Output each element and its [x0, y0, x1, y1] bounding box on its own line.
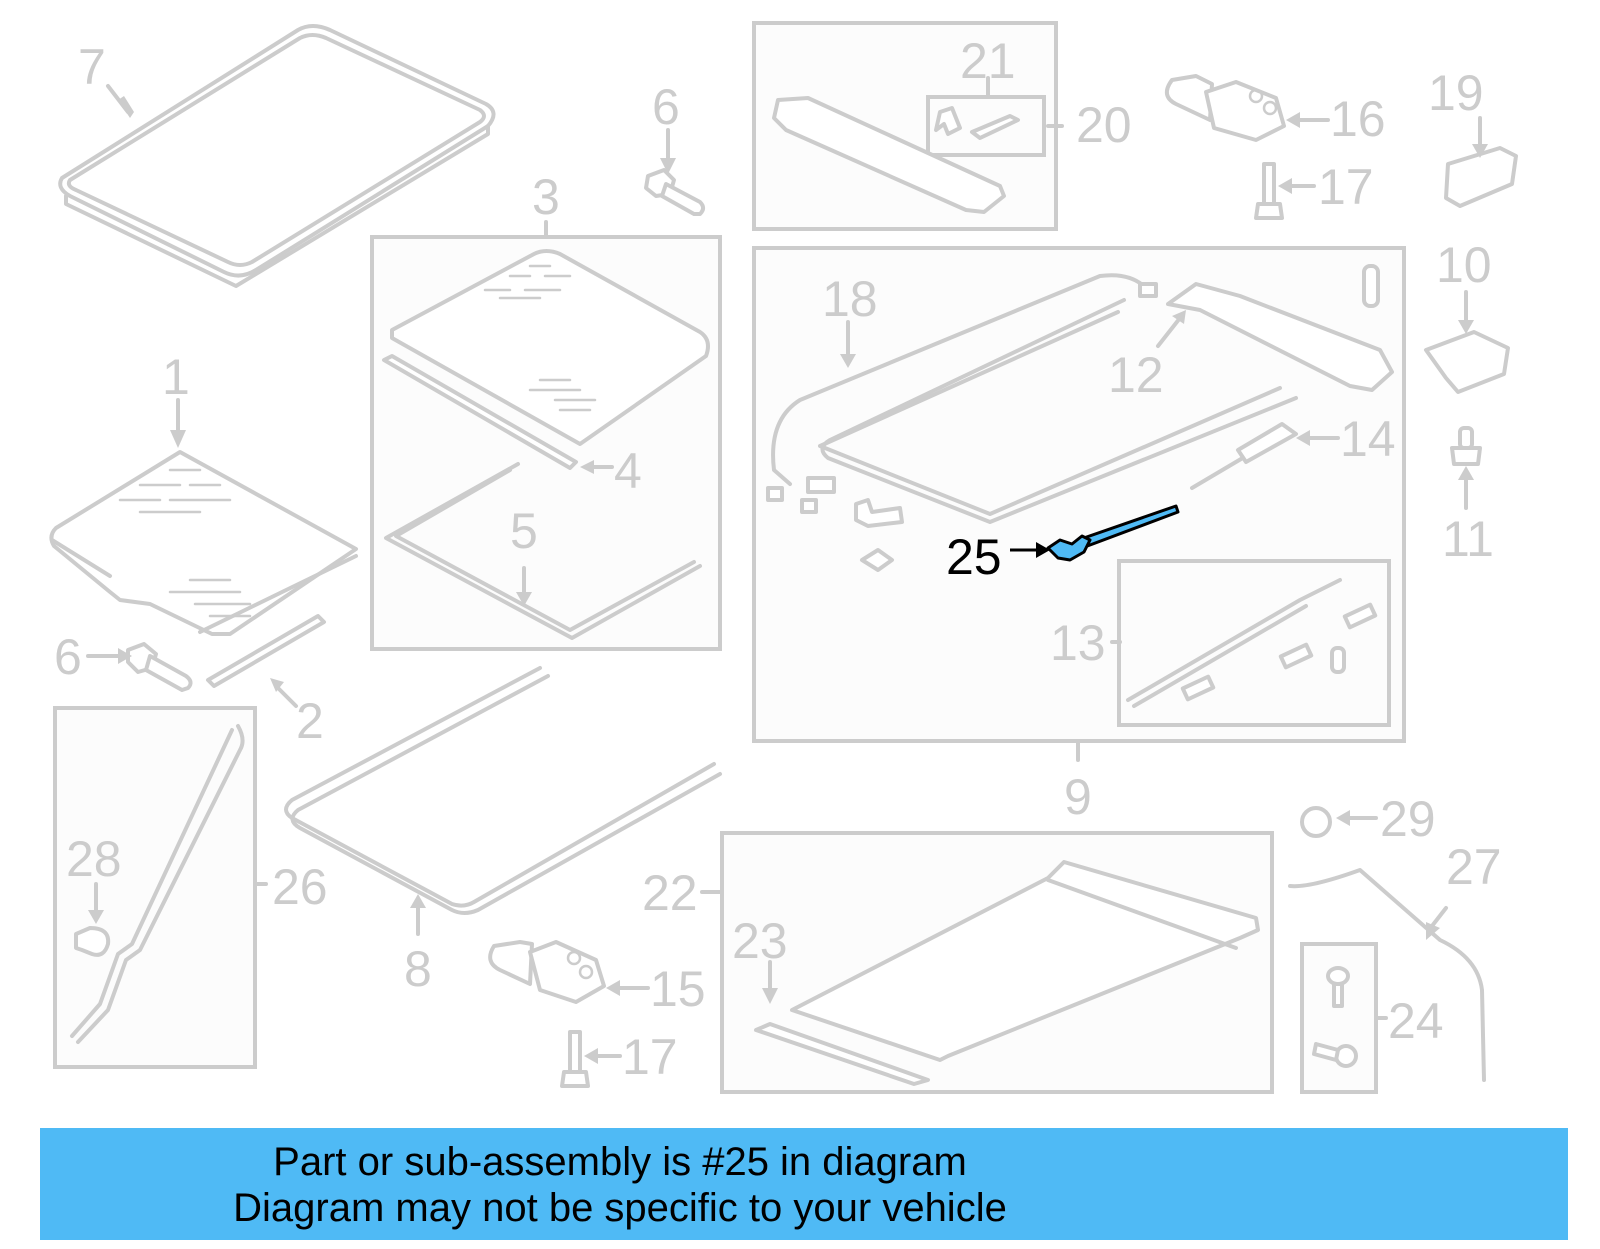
info-banner: Part or sub-assembly is #25 in diagram D…: [40, 1128, 1568, 1240]
part-2-strip-icon: [206, 614, 326, 708]
part-8-seal-icon: [284, 666, 722, 936]
part-27-drain-hose-icon: [1288, 868, 1486, 1082]
part-24-screw-icon: [1312, 966, 1388, 1068]
part-19-bracket-icon: [1444, 116, 1518, 208]
part-10-bracket-icon: [1424, 290, 1510, 394]
callout-22[interactable]: 22: [642, 865, 698, 921]
part-18-frame-harness-icon: [766, 273, 1298, 572]
part-28-clip-icon: [74, 882, 111, 957]
part-23-strip-icon: [754, 960, 930, 1086]
callout-26[interactable]: 26: [272, 859, 328, 915]
callout-21[interactable]: 21: [960, 33, 1016, 89]
callout-23[interactable]: 23: [732, 913, 788, 969]
callout-12[interactable]: 12: [1108, 347, 1164, 403]
callout-29[interactable]: 29: [1380, 791, 1436, 847]
part-26-drain-hose-icon: [70, 724, 268, 1044]
part-25-highlighted-icon: [1010, 504, 1180, 562]
part-15-motor-icon: [488, 940, 650, 1004]
callout-6[interactable]: 6: [652, 79, 680, 135]
part-5-seal-icon: [384, 220, 702, 640]
callout-15[interactable]: 15: [650, 961, 706, 1017]
part-6-bolt-icon: [86, 642, 193, 692]
callout-1[interactable]: 1: [162, 349, 190, 405]
callout-7[interactable]: 7: [78, 39, 106, 95]
callout-8[interactable]: 8: [404, 941, 432, 997]
group-box-26: [53, 706, 257, 1069]
part-12-guide-rail-icon: [1156, 264, 1394, 392]
callout-25-highlighted[interactable]: 25: [946, 529, 1002, 585]
callout-11[interactable]: 11: [1442, 511, 1494, 567]
callout-3[interactable]: 3: [532, 169, 560, 225]
banner-disclaimer-line: Diagram may not be specific to your vehi…: [233, 1186, 1007, 1230]
callout-27[interactable]: 27: [1446, 839, 1502, 895]
callout-20[interactable]: 20: [1076, 97, 1132, 153]
part-17-bolt-icon: [1254, 162, 1316, 220]
callout-17[interactable]: 17: [1318, 159, 1374, 215]
callout-4[interactable]: 4: [614, 443, 642, 499]
callout-18[interactable]: 18: [822, 271, 878, 327]
part-3-glass-panel-icon: [382, 249, 710, 474]
part-13-mechanism-icon: [1110, 578, 1378, 708]
callout-28[interactable]: 28: [66, 831, 122, 887]
part-1-glass-panel-icon: [49, 398, 358, 636]
part-11-clip-icon: [1450, 426, 1482, 510]
part-16-motor-icon: [1164, 74, 1330, 142]
callout-24[interactable]: 24: [1388, 993, 1444, 1049]
callout-13[interactable]: 13: [1050, 615, 1106, 671]
part-22-sunshade-icon: [700, 860, 1260, 1062]
callout-16[interactable]: 16: [1330, 91, 1386, 147]
banner-part-line: Part or sub-assembly is #25 in diagram: [273, 1140, 967, 1184]
callout-19[interactable]: 19: [1428, 65, 1484, 121]
callout-5[interactable]: 5: [510, 503, 538, 559]
part-20-wind-deflector-icon: [772, 76, 1064, 214]
part-17-bolt-icon: [560, 1030, 622, 1088]
callout-14[interactable]: 14: [1340, 411, 1396, 467]
callout-9[interactable]: 9: [1064, 769, 1092, 825]
callout-2[interactable]: 2: [296, 693, 324, 749]
part-6-bolt-icon: [644, 128, 705, 216]
part-29-clip-icon: [1300, 806, 1378, 838]
callout-17[interactable]: 17: [622, 1029, 678, 1085]
callout-6[interactable]: 6: [54, 629, 82, 685]
part-14-cable-icon: [1190, 422, 1340, 490]
part-7-frame-icon: [58, 24, 496, 288]
callout-10[interactable]: 10: [1436, 237, 1492, 293]
